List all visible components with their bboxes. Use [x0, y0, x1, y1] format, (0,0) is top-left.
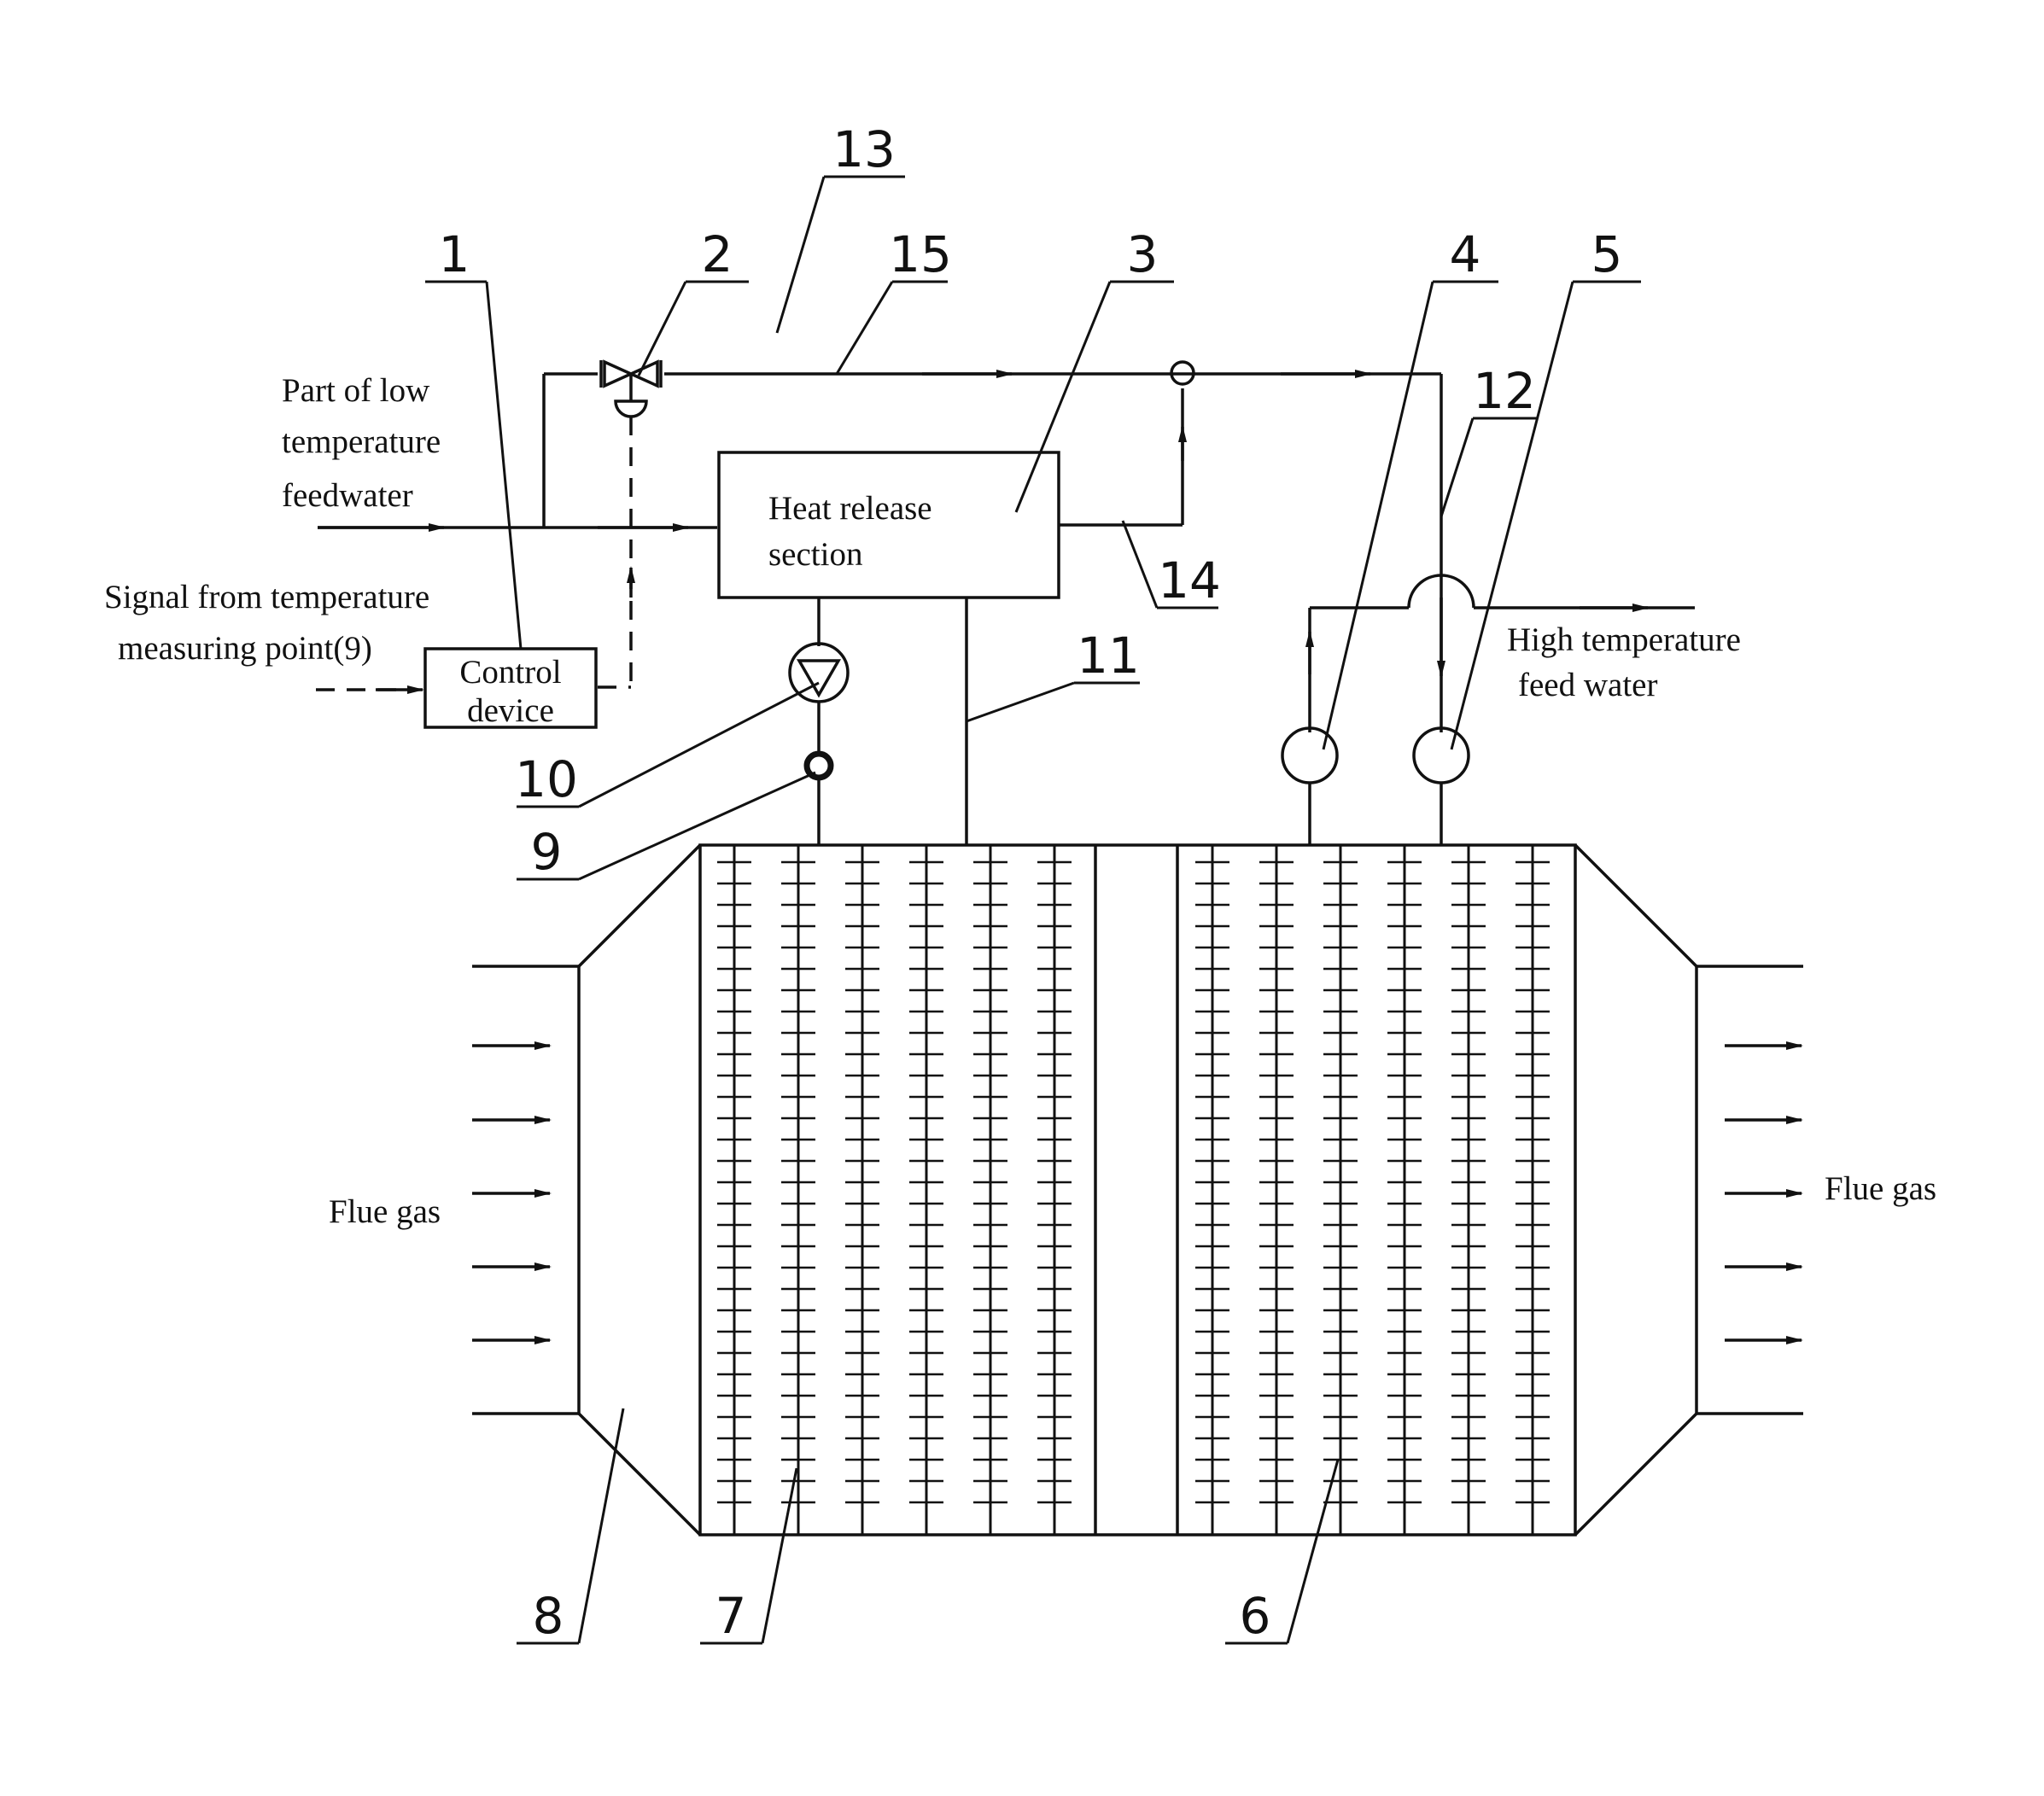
callout-12: 12 — [1473, 362, 1536, 420]
callout-1: 1 — [439, 225, 470, 283]
callout-10: 10 — [515, 750, 578, 808]
regulating-valve-icon[interactable] — [601, 360, 661, 417]
callout-14: 14 — [1158, 551, 1221, 609]
tube-section-7-2 — [781, 845, 815, 1535]
svg-text:Heat release: Heat release — [768, 490, 932, 527]
svg-text:measuring point(9): measuring point(9) — [118, 630, 372, 667]
label-signal-source: Signal from temperature measuring point(… — [104, 579, 429, 667]
heat-exchanger-tubes — [717, 845, 1550, 1535]
tube-section-6-5 — [1451, 845, 1486, 1535]
callout-6: 6 — [1240, 1587, 1271, 1645]
label-flue-gas-outlet: Flue gas — [1825, 1170, 1936, 1207]
callout-8: 8 — [533, 1587, 564, 1645]
pump-4-icon[interactable] — [1282, 728, 1337, 783]
tube-section-7-4 — [909, 845, 943, 1535]
label-flue-gas-inlet: Flue gas — [329, 1193, 441, 1230]
svg-text:section: section — [768, 536, 862, 573]
tube-section-7-6 — [1037, 845, 1072, 1535]
heat-release-outlet-line — [1059, 388, 1183, 525]
tube-section-6-3 — [1323, 845, 1358, 1535]
label-high-temp-feedwater: High temperature feed water — [1507, 621, 1741, 703]
tube-section-7-3 — [845, 845, 879, 1535]
callout-11: 11 — [1077, 627, 1140, 685]
tube-section-7-1 — [717, 845, 751, 1535]
svg-text:High temperature: High temperature — [1507, 621, 1741, 658]
tube-section-6-1 — [1195, 845, 1229, 1535]
heat-exchanger-body — [472, 845, 1803, 1535]
svg-text:Control: Control — [459, 654, 561, 691]
leader-lines — [425, 177, 1641, 1643]
label-low-temp-feedwater: Part of low temperature feedwater — [282, 372, 441, 514]
flue-gas-outlet-arrows — [1725, 1046, 1802, 1340]
svg-text:temperature: temperature — [282, 423, 441, 460]
svg-text:feed water: feed water — [1518, 667, 1657, 703]
tube-section-6-4 — [1387, 845, 1422, 1535]
callout-3: 3 — [1127, 225, 1159, 283]
callout-5: 5 — [1591, 225, 1623, 283]
callout-15: 15 — [889, 225, 952, 283]
flue-gas-inlet-arrows — [472, 1046, 550, 1340]
tube-section-6-2 — [1259, 845, 1294, 1535]
callout-9: 9 — [531, 823, 563, 881]
callout-2: 2 — [702, 225, 733, 283]
pump-5-icon[interactable] — [1414, 728, 1469, 783]
tube-section-6-6 — [1515, 845, 1550, 1535]
svg-text:device: device — [467, 692, 554, 729]
callout-13: 13 — [832, 120, 896, 178]
callout-4: 4 — [1450, 225, 1481, 283]
svg-text:Signal from temperature: Signal from temperature — [104, 579, 429, 615]
svg-text:feedwater: feedwater — [282, 477, 413, 514]
callout-7: 7 — [715, 1587, 747, 1645]
svg-text:Part of low: Part of low — [282, 372, 429, 409]
tube-section-7-5 — [973, 845, 1007, 1535]
